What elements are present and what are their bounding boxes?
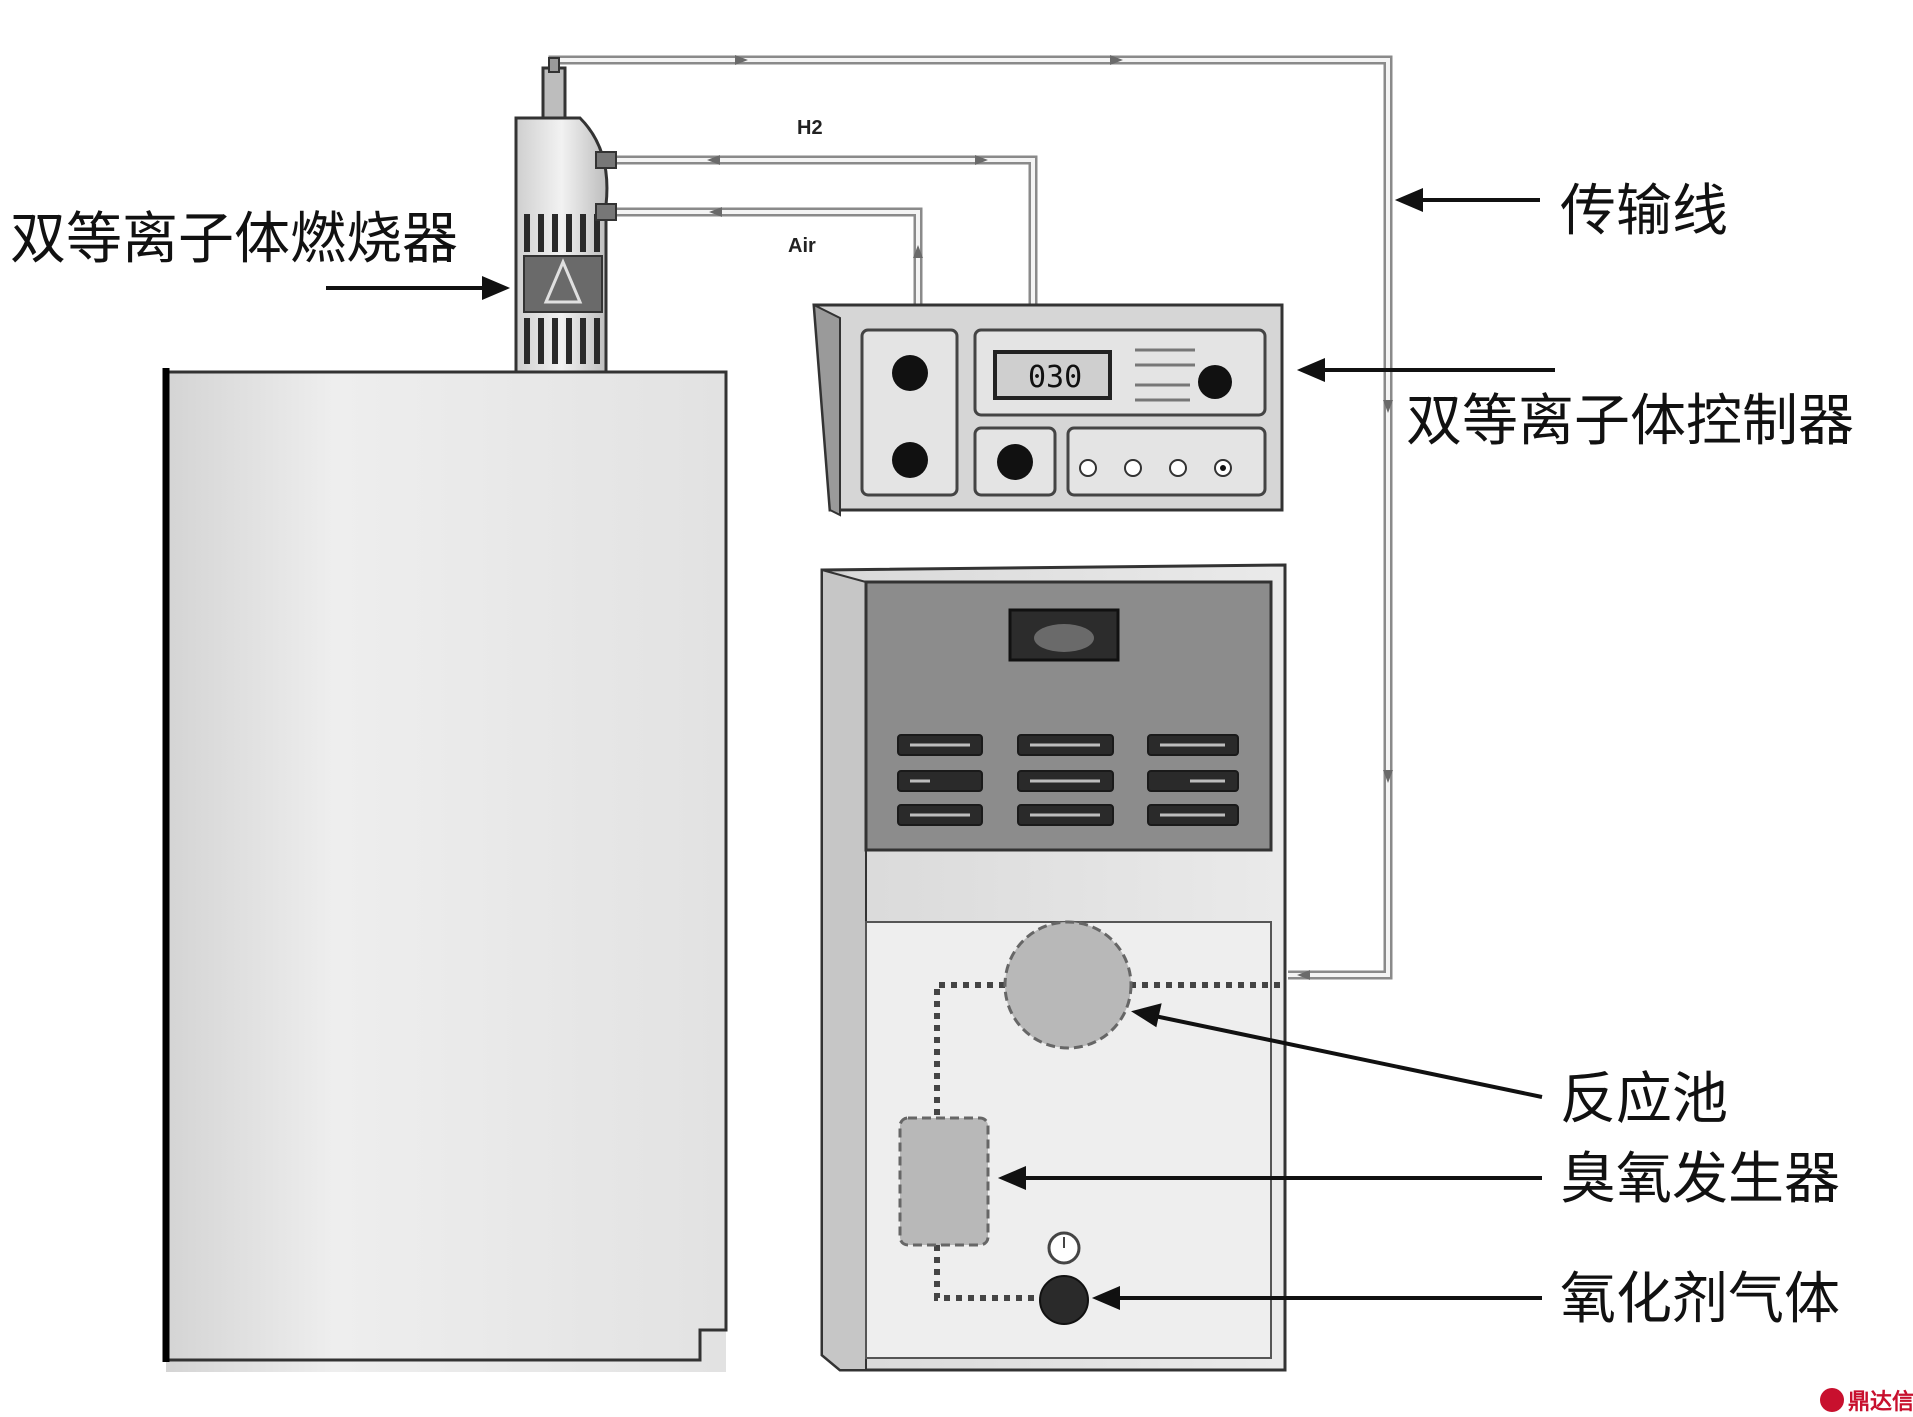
h2-label: H2 [797, 117, 823, 139]
burner-label: 双等离子体燃烧器 [10, 207, 458, 272]
flow-arrow-marks [707, 55, 1393, 980]
controller-knob-icon [997, 444, 1033, 480]
ozone-generator-label: 臭氧发生器 [1560, 1147, 1840, 1212]
dual-plasma-burner [514, 57, 617, 374]
pointer-arrows [326, 187, 1555, 1311]
ozone-generator-shape [898, 1116, 990, 1247]
scd-detector [820, 563, 1287, 1372]
reaction-cell-label: 反应池 [1560, 1067, 1728, 1132]
watermark-logo: 鼎达信 [1820, 1388, 1913, 1415]
transfer-line-label: 传输线 [1560, 179, 1728, 244]
indicator-lights [1079, 459, 1232, 477]
h2-tube [610, 155, 1038, 305]
detector-keypad [897, 734, 1239, 826]
air-tube [610, 207, 923, 305]
controller-display [993, 350, 1112, 400]
oxidizer-gas-inlet [1039, 1275, 1089, 1325]
oxidizer-gas-label: 氧化剂气体 [1560, 1267, 1840, 1332]
gas-chromatograph [162, 368, 728, 1372]
controller-knob-icon [892, 442, 928, 478]
reaction-cell-shape [1003, 920, 1133, 1050]
watermark-text: 鼎达信 [1848, 1389, 1913, 1415]
controller-display-value: 030 [1028, 360, 1082, 395]
controller-knob-icon [892, 355, 928, 391]
air-label: Air [788, 235, 816, 257]
controller-label: 双等离子体控制器 [1406, 389, 1854, 454]
dual-plasma-controller: 030 [812, 303, 1284, 517]
controller-knob-icon [1198, 365, 1232, 399]
